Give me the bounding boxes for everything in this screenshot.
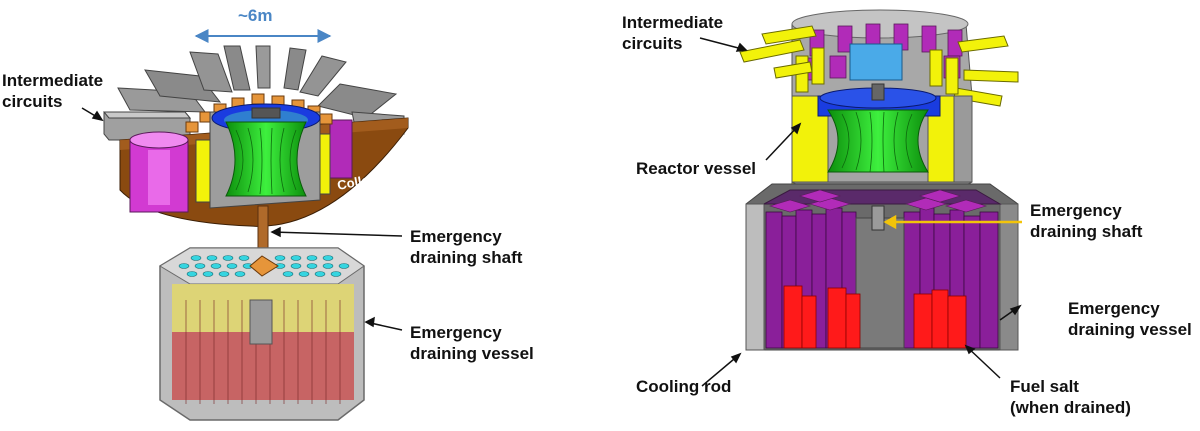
left-emergency-draining-shaft-label: Emergency draining shaft <box>410 227 523 267</box>
left-core-assembly <box>195 103 331 209</box>
right-reactor-vessel-label: Reactor vessel <box>636 159 757 178</box>
right-reactor-drawing <box>699 9 1022 387</box>
right-emergency-draining-vessel-label: Emergency draining vessel <box>1068 299 1192 339</box>
left-draining-vessel <box>159 247 365 421</box>
dimension-label: ~6m <box>238 6 273 25</box>
magenta-tank <box>129 119 353 213</box>
left-heat-exchanger-arms <box>102 45 405 141</box>
left-reactor-drawing <box>81 29 409 421</box>
right-top-cap <box>791 9 973 97</box>
cooling-rod-label: Cooling rod <box>636 377 732 396</box>
right-intermediate-circuits-label: Intermediate circuits <box>622 13 724 53</box>
left-emergency-draining-vessel-label: Emergency draining vessel <box>410 323 534 363</box>
right-intermediate-pipes <box>739 25 1019 107</box>
right-draining-vessel <box>745 183 1019 351</box>
right-reactor-vessel <box>791 83 973 185</box>
right-emergency-draining-shaft-label: Emergency draining shaft <box>1030 201 1143 241</box>
fuel-salt-label: Fuel salt (when drained) <box>1010 377 1131 417</box>
left-intermediate-circuits-label: Intermediate circuits <box>2 71 104 111</box>
